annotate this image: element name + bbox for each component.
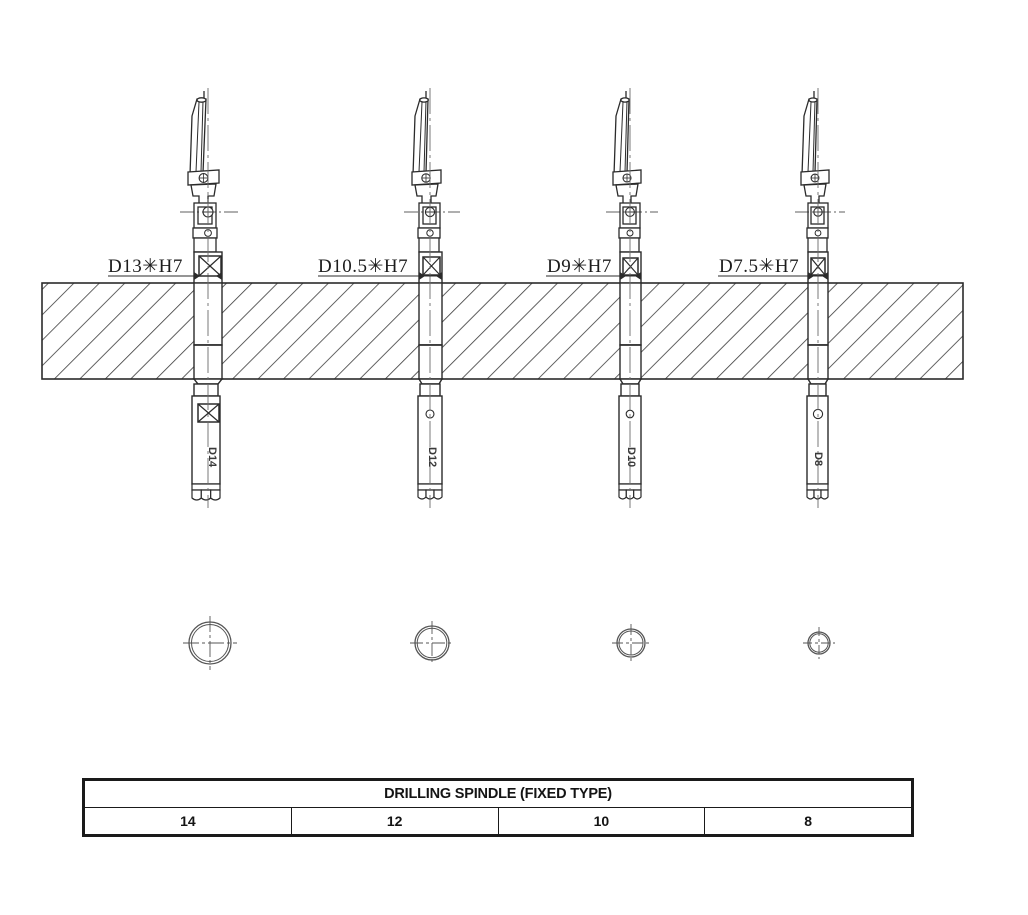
universal-joint-3 [612, 169, 642, 205]
universal-joint-4 [800, 169, 830, 205]
joint-cross-pin-3 [606, 202, 658, 229]
drill-tip-2 [417, 483, 443, 500]
table-title-cell: DRILLING SPINDLE (FIXED TYPE) [84, 780, 912, 808]
drive-rod-3 [613, 91, 630, 176]
dim-leader-2 [318, 272, 442, 280]
collar-1 [192, 227, 218, 253]
shaft-tag-spindle-2: D12 [426, 447, 438, 468]
table-cell-spindle-1: 14 [84, 807, 292, 835]
collar-3 [618, 227, 641, 253]
table-cell-spindle-4: 8 [704, 807, 912, 835]
shaft-tag-spindle-4: D8 [812, 452, 824, 467]
pilot-hole-symbol-3 [612, 624, 650, 662]
spindle-shaft-in-plate-3 [619, 282, 642, 380]
drill-tip-3 [618, 483, 642, 500]
universal-joint-2 [411, 169, 442, 205]
pilot-hole-symbol-2 [410, 621, 454, 665]
pilot-hole-symbol-1 [183, 616, 237, 670]
dim-label-spindle-4: D7.5✳H7 [719, 256, 800, 277]
universal-joint-1 [187, 169, 220, 205]
spindle-spec-table: DRILLING SPINDLE (FIXED TYPE) 14 12 10 8 [82, 778, 914, 837]
pilot-hole-symbol-4 [803, 627, 835, 659]
spindle-shaft-lower-1 [191, 378, 224, 485]
guide-bushing-2 [418, 251, 443, 284]
dim-leader-1 [108, 272, 222, 280]
guide-bushing-1 [193, 251, 223, 284]
guide-bushing-3 [619, 251, 642, 284]
dim-leader-3 [546, 272, 641, 280]
shaft-tag-spindle-1: D14 [206, 447, 218, 468]
dim-leader-4 [718, 272, 828, 280]
joint-cross-pin-4 [795, 202, 845, 229]
table-value-row: 14 12 10 8 [84, 807, 912, 835]
spindle-shaft-lower-4 [806, 378, 830, 485]
drive-rod-4 [801, 91, 818, 176]
spindle-shaft-lower-2 [417, 378, 444, 485]
drive-rod-1 [189, 91, 207, 176]
drill-tip-4 [806, 483, 829, 500]
spindle-assembly-4 [718, 88, 845, 659]
dim-label-spindle-1: D13✳H7 [108, 256, 183, 277]
joint-cross-pin-2 [404, 202, 460, 229]
spindle-assembly-2 [318, 88, 460, 665]
drill-tip-1 [191, 483, 221, 501]
spindle-shaft-in-plate-2 [418, 282, 443, 380]
drive-rod-2 [412, 91, 429, 176]
dim-label-spindle-2: D10.5✳H7 [318, 256, 409, 277]
table-cell-spindle-3: 10 [497, 807, 706, 835]
collar-2 [417, 227, 441, 253]
spindle-assembly-3 [546, 88, 658, 662]
collar-4 [806, 227, 829, 253]
shaft-tag-spindle-3: D10 [625, 447, 637, 468]
dim-label-spindle-3: D9✳H7 [547, 256, 612, 277]
table-title-row: DRILLING SPINDLE (FIXED TYPE) [84, 780, 912, 808]
joint-cross-pin-1 [180, 202, 240, 229]
table-cell-spindle-2: 12 [290, 807, 499, 835]
spindle-assembly-1 [108, 88, 240, 670]
